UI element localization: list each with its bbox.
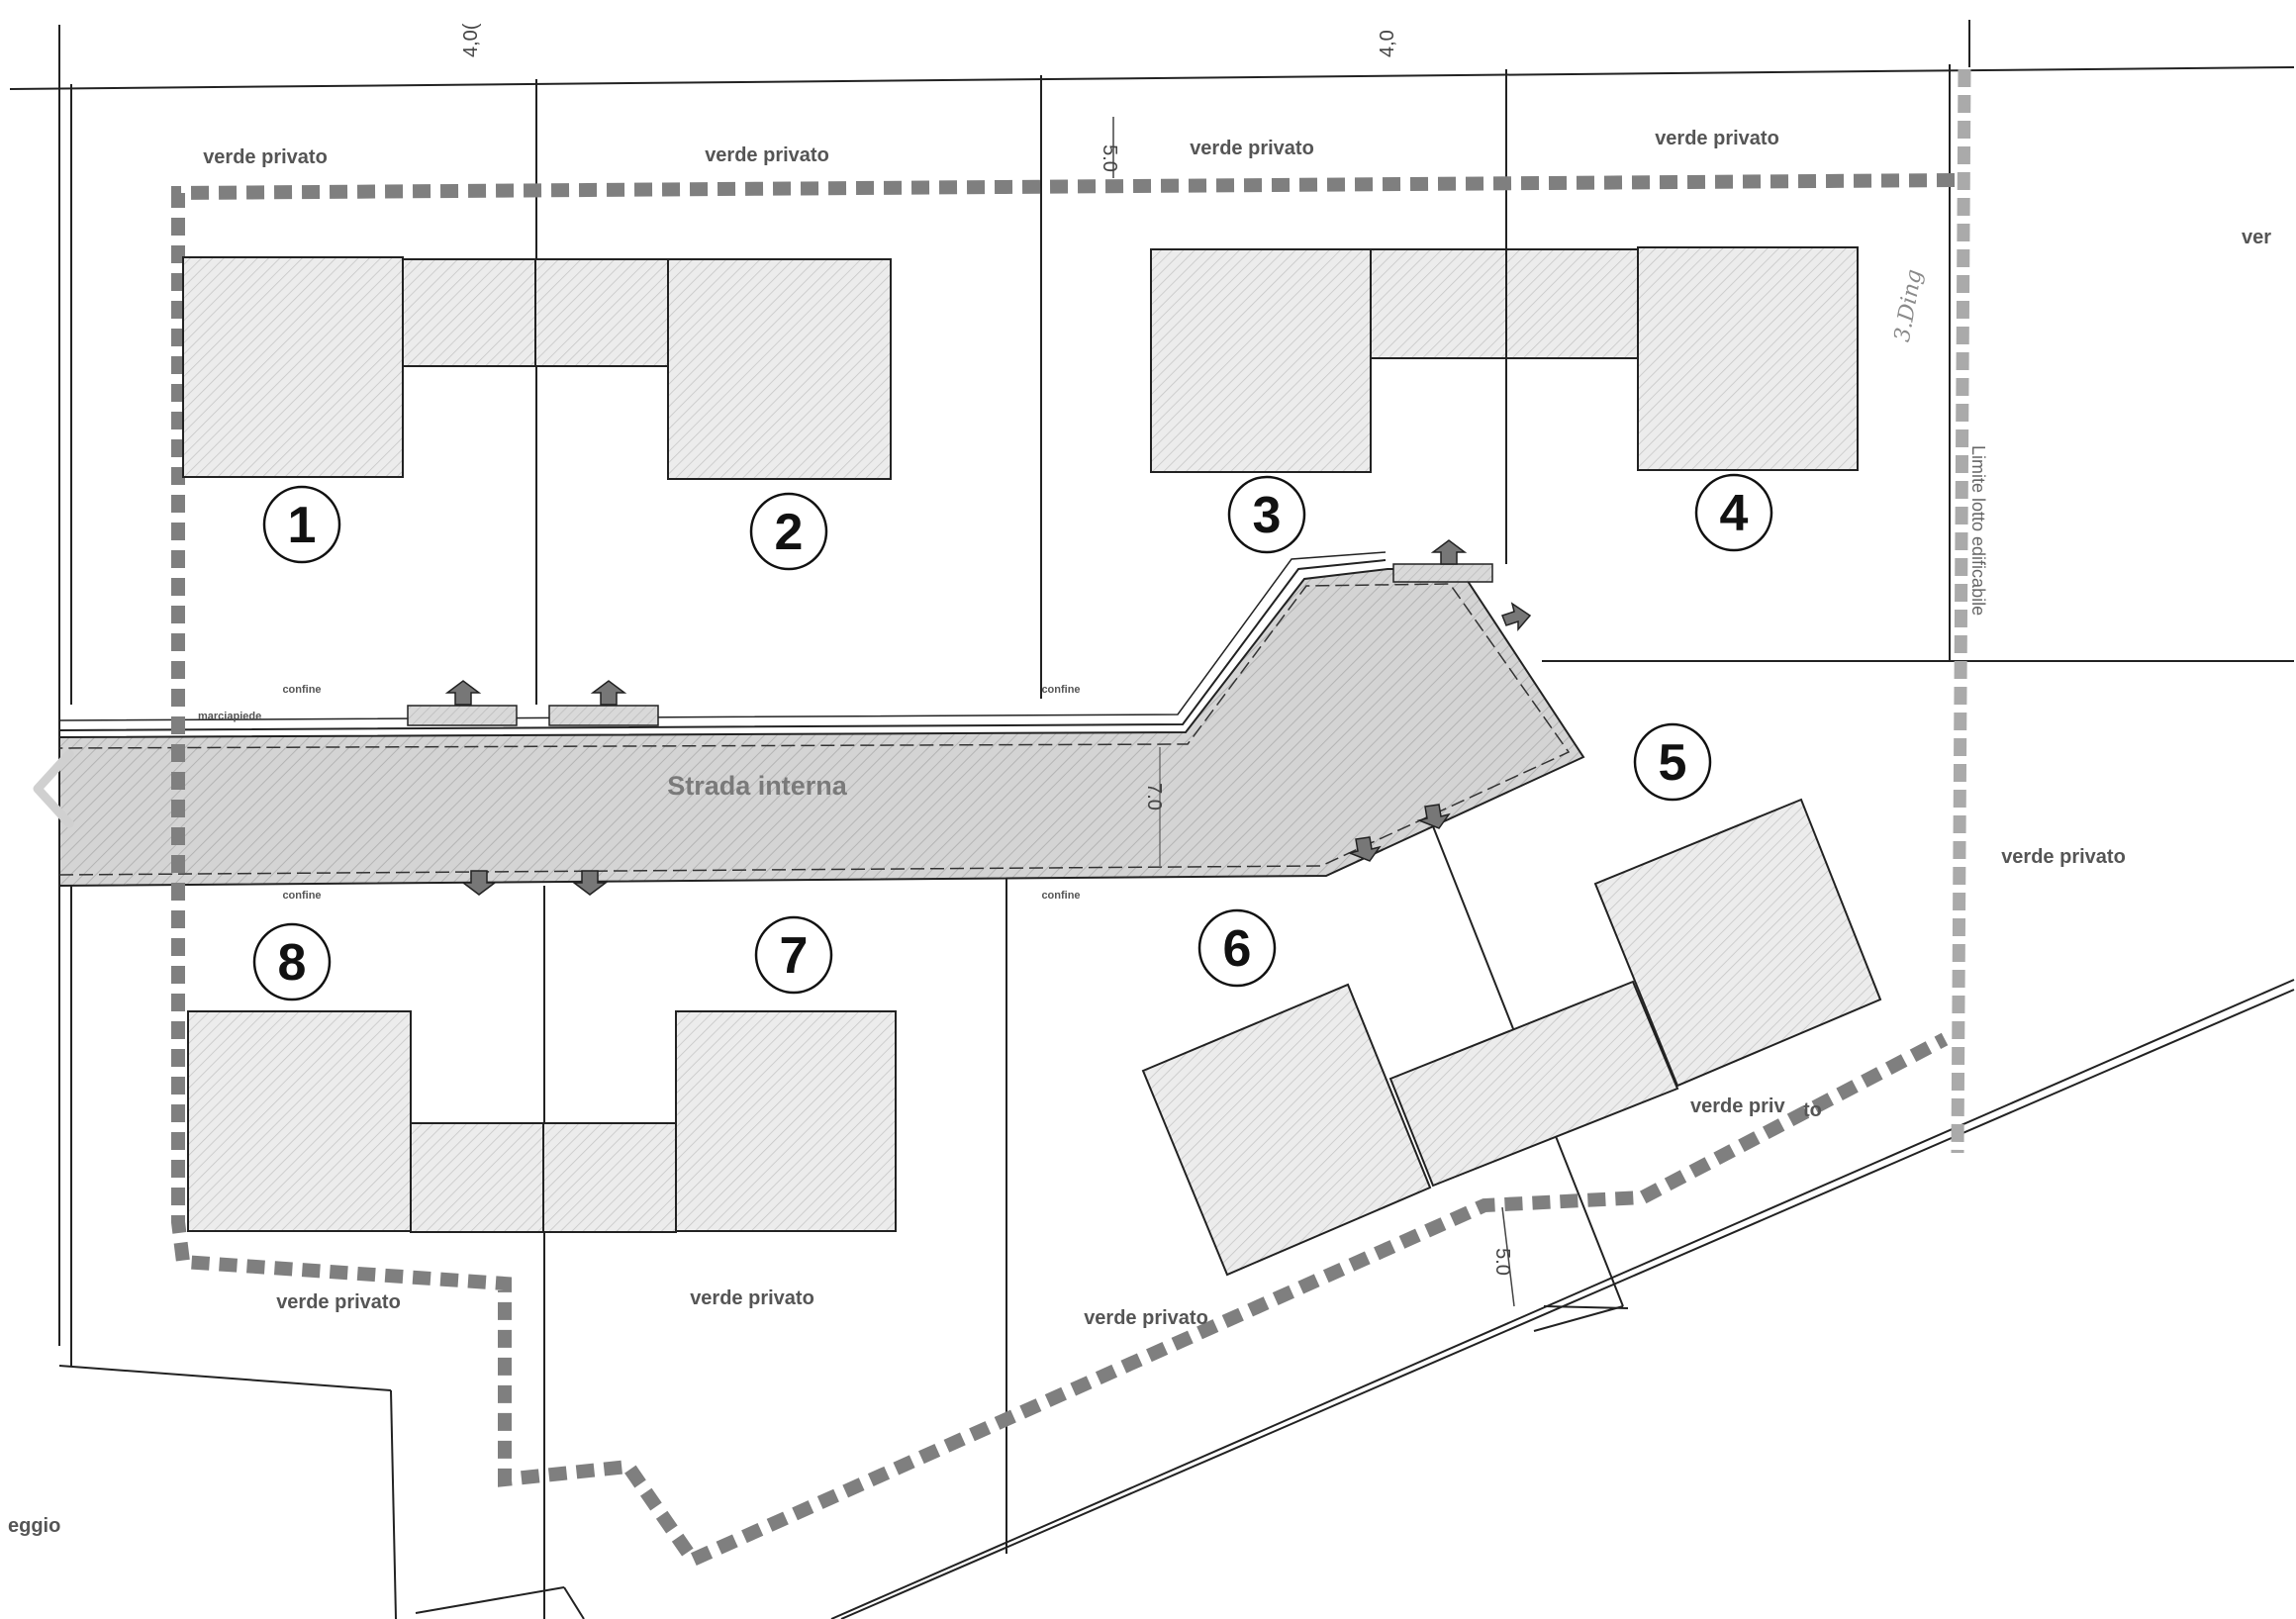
arrow-up-icon — [444, 680, 482, 706]
dimension-labels: 4,0( 4,0 5.0 7.0 5.0 — [460, 23, 1515, 1307]
sidewalk-access-1 — [407, 705, 518, 726]
label-verde-1: verde privato — [203, 146, 328, 168]
lot-number-4: 4 — [1720, 485, 1749, 542]
lot-number-5: 5 — [1659, 734, 1687, 792]
label-confine-1: confine — [282, 684, 321, 696]
building-link-3-4 — [1370, 248, 1639, 359]
area-labels: verde privato verde privato verde privat… — [8, 128, 2271, 1537]
label-verde-7: verde privato — [690, 1287, 814, 1309]
buildings — [182, 246, 1882, 1277]
label-verde-4: verde privato — [1655, 128, 1779, 149]
label-verde-3: verde privato — [1190, 138, 1314, 159]
arrow-up-icon — [590, 680, 627, 706]
buildable-boundary — [171, 68, 1971, 1569]
lot-8: 8 — [252, 922, 332, 1001]
arrow-down-icon — [460, 870, 498, 896]
label-verde-2: verde privato — [705, 144, 829, 166]
handwritten-note: 3.Ding — [1890, 267, 1927, 343]
access-arrows — [444, 539, 1532, 896]
lot-number-3: 3 — [1253, 487, 1282, 544]
building-3 — [1150, 248, 1372, 473]
building-5 — [1593, 798, 1882, 1088]
label-road: Strada interna — [667, 771, 848, 801]
label-confine-2: confine — [1041, 684, 1080, 696]
arrow-right-icon — [1501, 602, 1532, 632]
lot-number-7: 7 — [780, 927, 809, 985]
building-1 — [182, 256, 404, 478]
label-confine-4: confine — [1041, 890, 1080, 902]
building-8 — [187, 1010, 412, 1232]
label-verde-6-suffix: to — [1803, 1099, 1822, 1121]
building-link-6-5 — [1388, 980, 1679, 1188]
internal-road — [58, 551, 1585, 888]
arrow-up-icon — [1430, 539, 1468, 565]
lot-numbers: 1 2 3 4 5 6 7 8 — [252, 473, 1773, 1001]
chevron-left-icon[interactable] — [33, 749, 74, 828]
dim-road-width: 7.0 — [1143, 783, 1165, 810]
label-confine-3: confine — [282, 890, 321, 902]
lot-1: 1 — [262, 485, 341, 564]
lot-4: 4 — [1694, 473, 1773, 552]
lot-5: 5 — [1633, 722, 1712, 802]
building-7 — [675, 1010, 897, 1232]
sidewalk-access-2 — [548, 705, 659, 726]
arrow-down-icon — [1416, 804, 1451, 829]
building-2 — [667, 258, 892, 480]
building-4 — [1637, 246, 1859, 471]
dim-setback-bottom: 5.0 — [1491, 1248, 1513, 1276]
arrow-down-icon — [571, 870, 609, 896]
lot-number-1: 1 — [288, 497, 317, 554]
sidewalk-access-3 — [1392, 563, 1493, 583]
label-verde-6b: verde privato — [1084, 1307, 1208, 1329]
label-verde-8: verde privato — [276, 1291, 401, 1313]
building-6 — [1141, 983, 1432, 1277]
lot-6: 6 — [1197, 908, 1277, 988]
label-verde-6: verde priv — [1690, 1095, 1785, 1117]
label-verde-5: verde privato — [2001, 846, 2126, 868]
lot-number-6: 6 — [1223, 920, 1252, 978]
label-limite-lotto: Limite lotto edificabile — [1968, 445, 1988, 616]
lot-3: 3 — [1227, 475, 1306, 554]
lot-number-2: 2 — [775, 504, 804, 561]
arrow-down-icon — [1347, 836, 1382, 862]
label-parcheggio-cut: eggio — [8, 1515, 60, 1537]
label-verde-cut: ver — [2242, 227, 2271, 248]
lot-7: 7 — [754, 915, 833, 995]
lot-number-8: 8 — [278, 934, 307, 992]
dim-setback-top: 5.0 — [1099, 144, 1120, 172]
lot-2: 2 — [749, 492, 828, 571]
dim-top-right: 4,0 — [1377, 30, 1398, 57]
label-marciapiede: marciapiede — [198, 711, 261, 722]
dim-top-left: 4,0( — [460, 23, 482, 57]
